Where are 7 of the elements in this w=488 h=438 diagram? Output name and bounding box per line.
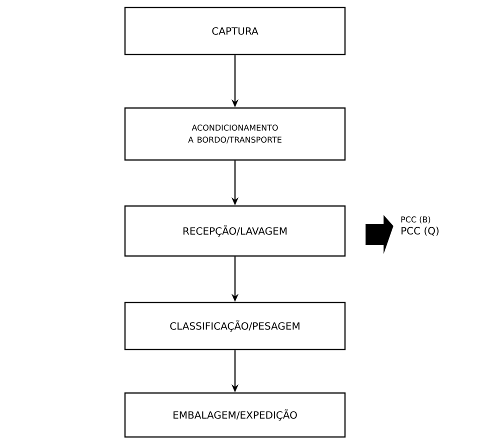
process-box: CAPTURA — [124, 6, 346, 56]
process-box: RECEPÇÃO/LAVAGEM — [124, 205, 346, 257]
process-box: ACONDICIONAMENTO A BORDO/TRANSPORTE — [124, 107, 346, 161]
control-point-label: PCC (B) PCC (Q) — [401, 216, 439, 236]
process-box: CLASSIFICAÇÃO/PESAGEM — [124, 302, 346, 350]
block-arrow — [366, 215, 394, 254]
process-box: EMBALAGEM/EXPEDIÇÃO — [124, 392, 346, 438]
